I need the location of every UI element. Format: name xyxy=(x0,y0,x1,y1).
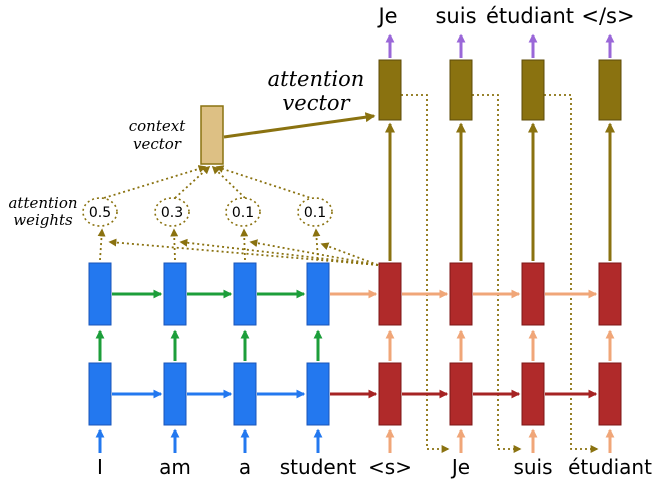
encoder-cell-l1-1 xyxy=(163,362,187,426)
input-word-a: a xyxy=(239,455,251,479)
dotted-weight-to-context-3 xyxy=(215,165,315,200)
decoder-cell-l2-3 xyxy=(598,262,622,326)
attention-weight-ellipse-2 xyxy=(225,197,261,227)
output-word-je: Je xyxy=(376,4,397,28)
decoder-cell-l1-2 xyxy=(521,362,545,426)
dotted-encoder-to-weight-3 xyxy=(312,228,321,261)
dotted-feed-attention-to-input-1 xyxy=(401,94,450,453)
dotted-decoder-to-weight-2 xyxy=(249,239,379,266)
decoder-cell-l2-2 xyxy=(521,262,545,326)
attention-vector-box-3 xyxy=(598,59,622,121)
attention-weights-label-line1: attention xyxy=(8,194,77,212)
encoder-cell-l1-3 xyxy=(306,362,330,426)
input-word-sos: <s> xyxy=(368,455,412,479)
output-word-etudiant: étudiant xyxy=(486,4,574,28)
attention-weight-ellipse-3 xyxy=(297,197,333,227)
attention-weight-ellipse-1 xyxy=(154,197,190,227)
input-word-suis: suis xyxy=(513,455,552,479)
output-word-eos: </s> xyxy=(581,4,634,28)
dotted-weight-to-context-2 xyxy=(211,165,246,199)
decoder-cell-l2-1 xyxy=(449,262,473,326)
input-word-I: I xyxy=(97,455,103,479)
context-vector-box xyxy=(200,105,224,165)
attention-vector-label-line1: attention xyxy=(268,67,365,91)
attention-vector-box-2 xyxy=(521,59,545,121)
input-word-student: student xyxy=(280,455,357,479)
input-word-am: am xyxy=(159,455,191,479)
decoder-cell-l1-1 xyxy=(449,362,473,426)
encoder-cell-l1-0 xyxy=(88,362,112,426)
context-to-attention-arrow xyxy=(223,112,376,139)
attention-weights-label-line2: weights xyxy=(13,211,73,229)
decoder-cell-l2-0 xyxy=(378,262,402,326)
attention-weight-value-1: 0.3 xyxy=(161,205,183,221)
input-word-etudiant: étudiant xyxy=(568,455,652,479)
dotted-feed-attention-to-input-3 xyxy=(544,94,599,453)
attention-weight-value-2: 0.1 xyxy=(232,205,254,221)
encoder-cell-l2-3 xyxy=(306,262,330,326)
attention-vector-box-1 xyxy=(449,59,473,121)
dotted-encoder-to-weight-1 xyxy=(170,228,179,261)
decoder-cell-l1-0 xyxy=(378,362,402,426)
encoder-cell-l2-2 xyxy=(233,262,257,326)
encoder-cell-l2-0 xyxy=(88,262,112,326)
dotted-encoder-to-weight-2 xyxy=(240,228,249,261)
dotted-weight-to-context-0 xyxy=(103,165,207,199)
attention-vector-label-line2: vector xyxy=(282,91,351,115)
encoder-cell-l1-2 xyxy=(233,362,257,426)
attention-weight-ellipse-0 xyxy=(82,197,118,227)
output-word-suis: suis xyxy=(435,4,476,28)
context-vector-label-line2: vector xyxy=(133,135,182,153)
dotted-decoder-to-weight-1 xyxy=(179,238,379,266)
attention-weight-value-3: 0.1 xyxy=(304,205,326,221)
context-vector-label-line1: context xyxy=(129,117,186,135)
attention-vector-box-0 xyxy=(378,59,402,121)
dotted-encoder-to-weight-0 xyxy=(97,228,106,261)
decoder-cell-l1-3 xyxy=(598,362,622,426)
encoder-cell-l2-1 xyxy=(163,262,187,326)
input-word-je: Je xyxy=(450,455,470,479)
dotted-feed-attention-to-input-2 xyxy=(472,94,522,453)
dotted-decoder-to-weight-3 xyxy=(320,242,379,266)
attention-weight-value-0: 0.5 xyxy=(89,205,111,221)
